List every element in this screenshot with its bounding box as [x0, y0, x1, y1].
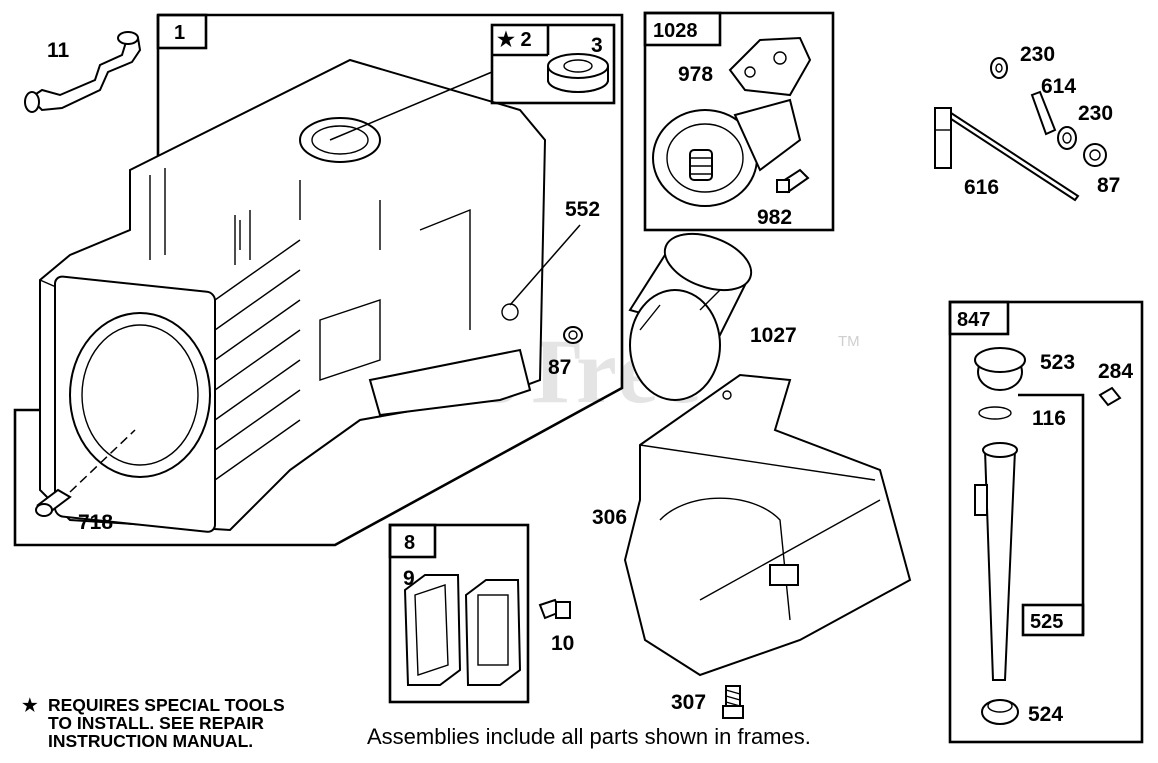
screw-part-307[interactable]: [722, 685, 744, 719]
gasket-part-9[interactable]: [403, 574, 462, 686]
frame-8-label: 8: [404, 532, 415, 554]
dipstick-tube-part-525[interactable]: [974, 442, 1018, 681]
oil-filter-part-1027[interactable]: [628, 223, 759, 401]
screw-part-982[interactable]: [776, 168, 810, 194]
o-ring-part-116[interactable]: [978, 406, 1012, 420]
dowel-pin-part-718[interactable]: [35, 488, 72, 517]
frame-8[interactable]: [388, 523, 530, 704]
assemblies-footer-note: Assemblies include all parts shown in fr…: [367, 724, 811, 749]
frame-1028-label: 1028: [653, 20, 698, 42]
washer-part-230-lower[interactable]: [1057, 126, 1077, 150]
washer-part-230-upper[interactable]: [990, 57, 1008, 79]
callout-614: 614: [1041, 75, 1076, 98]
callout-978: 978: [678, 63, 713, 86]
callout-982: 982: [757, 206, 792, 229]
screw-part-10[interactable]: [538, 598, 571, 620]
callout-616: 616: [964, 176, 999, 199]
engine-block-part[interactable]: [39, 58, 547, 533]
note-line-3: INSTRUCTION MANUAL.: [48, 731, 254, 751]
oil-filter-adapter[interactable]: [652, 36, 812, 207]
callout-523: 523: [1040, 351, 1075, 374]
frame-847-label: 847: [957, 309, 990, 331]
callout-718: 718: [78, 511, 113, 534]
callout-116: 116: [1032, 407, 1066, 430]
frame-2[interactable]: [490, 23, 616, 105]
callout-306: 306: [592, 506, 627, 529]
callout-552: 552: [565, 198, 600, 221]
callout-87-left: 87: [548, 356, 571, 379]
note-line-1: REQUIRES SPECIAL TOOLS: [48, 695, 285, 715]
frame-525-label: 525: [1030, 611, 1063, 633]
seal-part-3[interactable]: [547, 53, 609, 93]
frame-1-label: 1: [174, 22, 185, 44]
reed-plate[interactable]: [464, 579, 522, 686]
screw-part-284[interactable]: [1098, 386, 1122, 407]
dipstick-cap-part-523[interactable]: [974, 347, 1026, 391]
washer-part-87-right[interactable]: [1083, 143, 1107, 167]
callout-9: 9: [403, 567, 415, 590]
frame-525[interactable]: [1018, 393, 1085, 637]
breather-tube-part-11[interactable]: [24, 31, 142, 113]
callout-307: 307: [671, 691, 706, 714]
frame-2-label: ★ 2: [497, 29, 532, 51]
callout-10: 10: [551, 632, 574, 655]
washer-part-87[interactable]: [563, 326, 583, 344]
grommet-part-524[interactable]: [981, 699, 1019, 725]
star-icon: ★: [22, 695, 38, 715]
shaft-part-616[interactable]: [934, 107, 1080, 202]
note-line-2: TO INSTALL. SEE REPAIR: [48, 713, 264, 733]
air-guide-part-306[interactable]: [623, 373, 912, 677]
callout-230-lower: 230: [1078, 102, 1113, 125]
callout-11: 11: [47, 39, 70, 62]
callout-3: 3: [591, 34, 603, 57]
callout-87-right: 87: [1097, 174, 1120, 197]
cotter-pin-part-614[interactable]: [1030, 90, 1057, 136]
callout-230-upper: 230: [1020, 43, 1055, 66]
trademark-symbol: TM: [838, 333, 860, 350]
frame-847[interactable]: [948, 300, 1144, 744]
callout-524: 524: [1028, 703, 1063, 726]
callout-1027: 1027: [750, 324, 797, 347]
frame-1028[interactable]: [643, 11, 835, 232]
frame-1[interactable]: [13, 13, 624, 547]
callout-284: 284: [1098, 360, 1133, 383]
